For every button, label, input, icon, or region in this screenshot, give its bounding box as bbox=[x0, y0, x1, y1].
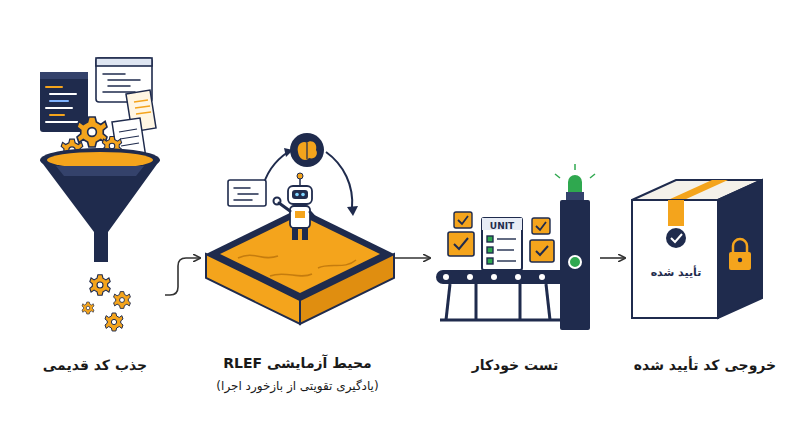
stage-label: UNIT bbox=[490, 221, 514, 232]
stage-node: تست خودکار UNIT bbox=[430, 170, 600, 375]
unit-document: UNIT bbox=[482, 218, 522, 270]
sandbox-illustration bbox=[206, 133, 394, 324]
stage-sublabel: (یادگیری تقویتی از بازخورد اجرا) bbox=[216, 377, 378, 395]
stage-node: خروجی کد تأیید شده تأیید شده bbox=[625, 180, 785, 375]
funnel-illustration bbox=[40, 58, 160, 331]
box-illustration bbox=[632, 180, 762, 318]
stage-label: جذب کد قدیمی bbox=[43, 355, 147, 375]
conveyor-illustration bbox=[436, 164, 595, 330]
stage-label: خروجی کد تأیید شده bbox=[634, 355, 776, 375]
box-label: تأیید شده bbox=[634, 260, 718, 284]
flow-arrow bbox=[165, 258, 200, 295]
stage-label: محیط آزمایشی RLEF bbox=[223, 353, 372, 373]
stage-node: جذب کد قدیمی bbox=[25, 60, 165, 375]
flow-arrow bbox=[600, 257, 625, 259]
stage-label: تست خودکار bbox=[472, 355, 559, 375]
stage-label: تأیید شده bbox=[651, 265, 702, 280]
stage-node: محیط آزمایشی RLEF (یادگیری تقویتی از بازخ… bbox=[200, 130, 395, 395]
flow-arrow bbox=[395, 257, 430, 259]
